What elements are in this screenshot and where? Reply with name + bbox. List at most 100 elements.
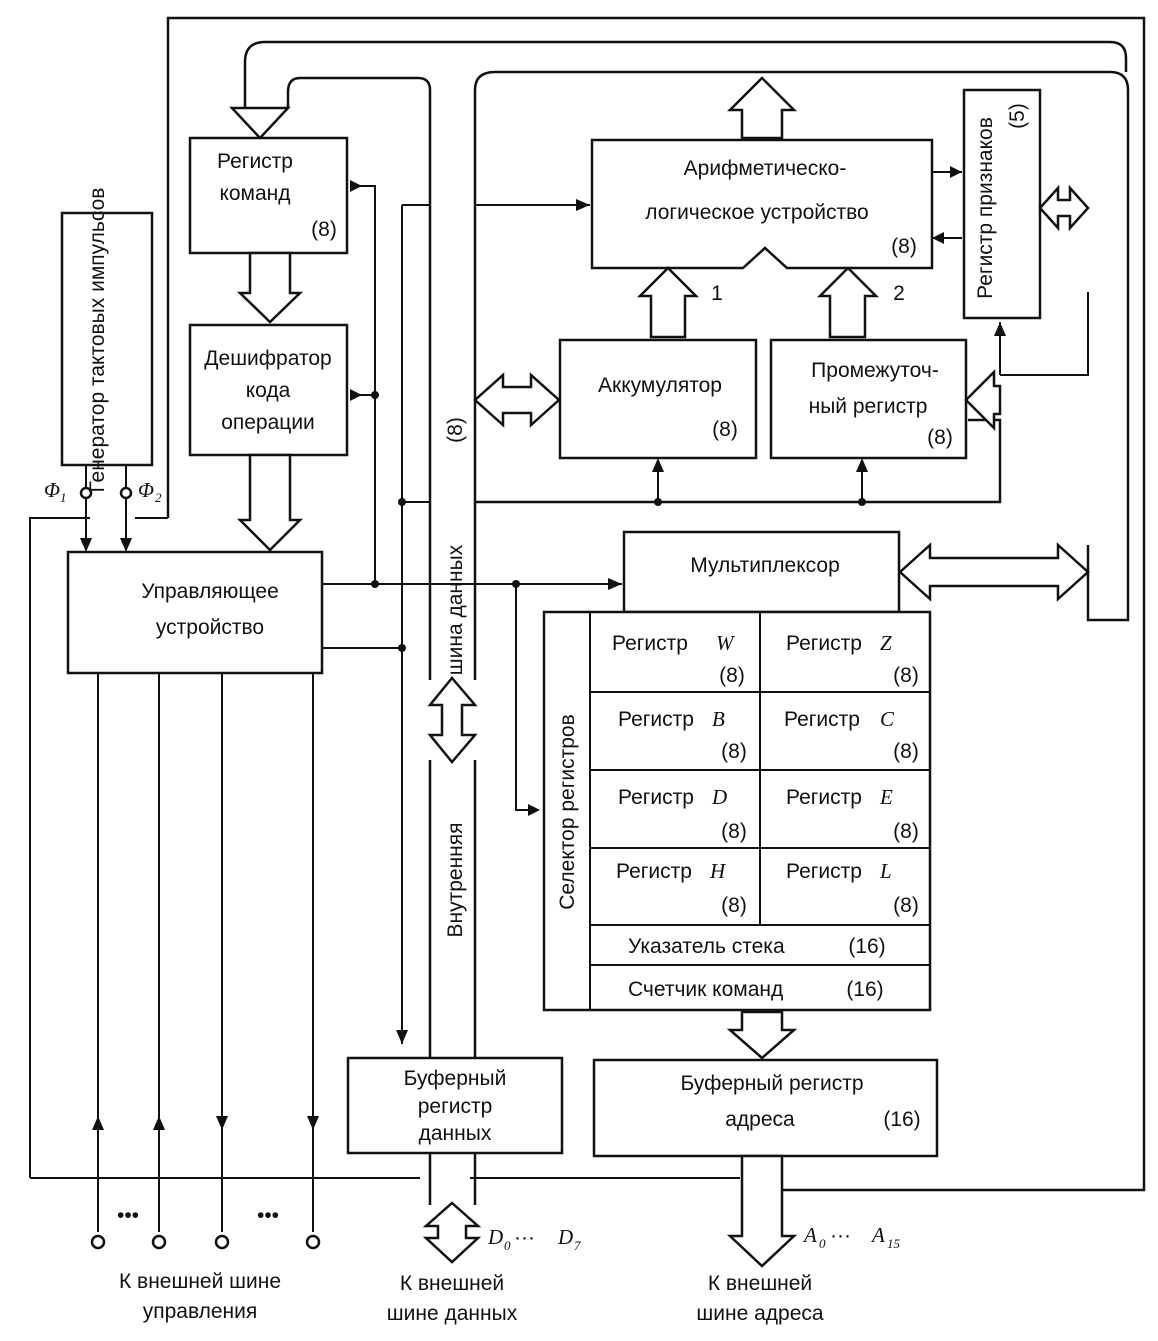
alu-input-2: 2 [893, 282, 905, 305]
mux-bidir-arrow [898, 542, 1090, 602]
svg-text:Мультиплексор: Мультиплексор [690, 554, 840, 577]
register-z: Регистр Z (8) [786, 631, 919, 687]
multiplexer-block: Мультиплексор [622, 530, 1090, 614]
acc-bidir-arrow [473, 372, 561, 428]
clock-label-1: Генератор тактовых импульсов [86, 188, 109, 493]
svg-text:1: 1 [60, 490, 67, 505]
phase1-label: Φ [44, 478, 60, 502]
temp-input-arrow [964, 368, 1002, 432]
svg-text:Аккумулятор: Аккумулятор [598, 374, 722, 397]
svg-text:E: E [879, 785, 893, 809]
bus-bidir-arrow [427, 676, 478, 764]
bus-size: (8) [444, 417, 467, 443]
svg-text:(8): (8) [721, 820, 747, 843]
alu-to-ir-loop [229, 40, 1128, 140]
svg-text:W: W [716, 631, 736, 655]
svg-text:команд: команд [219, 182, 290, 205]
svg-text:A: A [870, 1223, 885, 1247]
data-pins-d: D [487, 1225, 503, 1249]
stack-pointer: Указатель стека (16) [628, 935, 886, 958]
ext-data-label-1: К внешней [400, 1272, 504, 1295]
svg-text:(8): (8) [927, 426, 953, 449]
svg-text:Регистр: Регистр [618, 708, 694, 731]
ctrl-dots-1: ••• [117, 1204, 139, 1227]
svg-text:(5): (5) [1006, 103, 1029, 129]
svg-text:(8): (8) [893, 820, 919, 843]
svg-text:Указатель стека: Указатель стека [628, 935, 785, 958]
internal-data-bus: шина данных Внутренняя (8) [286, 70, 1130, 1060]
svg-text:2: 2 [155, 490, 162, 505]
svg-text:(8): (8) [893, 664, 919, 687]
svg-text:ный регистр: ный регистр [809, 395, 928, 418]
svg-text:(16): (16) [846, 978, 883, 1001]
register-w: Регистр W (8) [612, 631, 745, 687]
ctrl-dots-2: ••• [257, 1204, 279, 1227]
ir-to-decoder-arrow [236, 251, 304, 324]
svg-text:(8): (8) [712, 418, 738, 441]
bus-label-data: шина данных [444, 544, 467, 675]
addr-pins-a: A [802, 1223, 817, 1247]
svg-text:данных: данных [419, 1122, 492, 1145]
svg-text:0: 0 [504, 1238, 511, 1253]
svg-text:L: L [879, 859, 892, 883]
svg-text:···: ··· [514, 1226, 535, 1249]
svg-text:···: ··· [830, 1224, 851, 1247]
ext-addr-label-1: К внешней [708, 1272, 812, 1295]
ext-data-bidir-arrow [422, 1201, 482, 1264]
control-unit-block: Управляющее устройство ••• ••• К внешней… [66, 550, 324, 1323]
svg-text:регистр: регистр [418, 1095, 493, 1118]
svg-text:Промежуточ-: Промежуточ- [811, 359, 939, 382]
svg-text:(8): (8) [893, 740, 919, 763]
svg-text:Буферный: Буферный [404, 1067, 507, 1090]
register-d: Регистр D (8) [618, 785, 747, 843]
register-file-block: Селектор регистров Регистр W (8) Регистр… [542, 610, 932, 1060]
flags-register-block: Регистр признаков (5) [962, 88, 1090, 376]
temp-to-alu-arrow [816, 266, 880, 339]
svg-text:D: D [557, 1225, 573, 1249]
svg-text:7: 7 [574, 1238, 581, 1253]
svg-text:D: D [711, 785, 727, 809]
data-buffer-block: Буферный регистр данных D 0 ··· D 7 К вн… [346, 1056, 581, 1325]
program-counter: Счетчик команд (16) [628, 978, 884, 1001]
svg-text:0: 0 [819, 1236, 826, 1251]
svg-text:устройство: устройство [156, 616, 264, 639]
svg-text:(8): (8) [311, 218, 337, 241]
svg-text:Регистр: Регистр [612, 632, 688, 655]
svg-text:H: H [709, 859, 727, 883]
svg-text:Управляющее: Управляющее [141, 580, 279, 603]
register-c: Регистр C (8) [784, 707, 919, 763]
address-buffer-block: Буферный регистр адреса (16) A 0 ··· A 1… [592, 1058, 939, 1325]
instruction-register-block: Регистр команд (8) [188, 136, 349, 324]
svg-text:(8): (8) [719, 664, 745, 687]
svg-text:Регистр: Регистр [217, 150, 293, 173]
acc-to-alu-arrow [636, 266, 700, 339]
svg-text:(8): (8) [721, 740, 747, 763]
svg-text:Буферный регистр: Буферный регистр [680, 1072, 863, 1095]
svg-text:адреса: адреса [725, 1108, 795, 1131]
alu-output-arrow [726, 76, 798, 140]
svg-text:C: C [880, 707, 895, 731]
phase2-label: Φ [138, 478, 154, 502]
flags-bidir-arrow [1038, 184, 1090, 232]
svg-text:логическое устройство: логическое устройство [645, 201, 868, 224]
outer-feedback-lines [29, 16, 1146, 1192]
regs-to-addrbuf-arrow [726, 1010, 798, 1060]
register-l: Регистр L (8) [786, 859, 919, 917]
svg-text:Регистр: Регистр [784, 708, 860, 731]
decoder-block: Дешифратор кода операции [188, 323, 349, 552]
svg-text:(8): (8) [721, 894, 747, 917]
accumulator-block: Аккумулятор (8) [473, 338, 758, 460]
alu-block: Арифметическо- логическое устройство (8)… [590, 76, 962, 339]
phase2-pin [119, 486, 133, 500]
svg-text:(8): (8) [893, 894, 919, 917]
control-signal-lines [322, 180, 1002, 1044]
svg-text:(8): (8) [891, 235, 917, 258]
ir-input-arrow [229, 106, 291, 140]
svg-text:Регистр: Регистр [786, 860, 862, 883]
register-e: Регистр E (8) [786, 785, 919, 843]
svg-text:B: B [712, 707, 725, 731]
svg-text:Регистр: Регистр [786, 786, 862, 809]
ext-addr-arrow [726, 1154, 798, 1268]
ext-ctrl-label-1: К внешней шине [119, 1270, 281, 1293]
svg-text:кода: кода [246, 379, 291, 402]
